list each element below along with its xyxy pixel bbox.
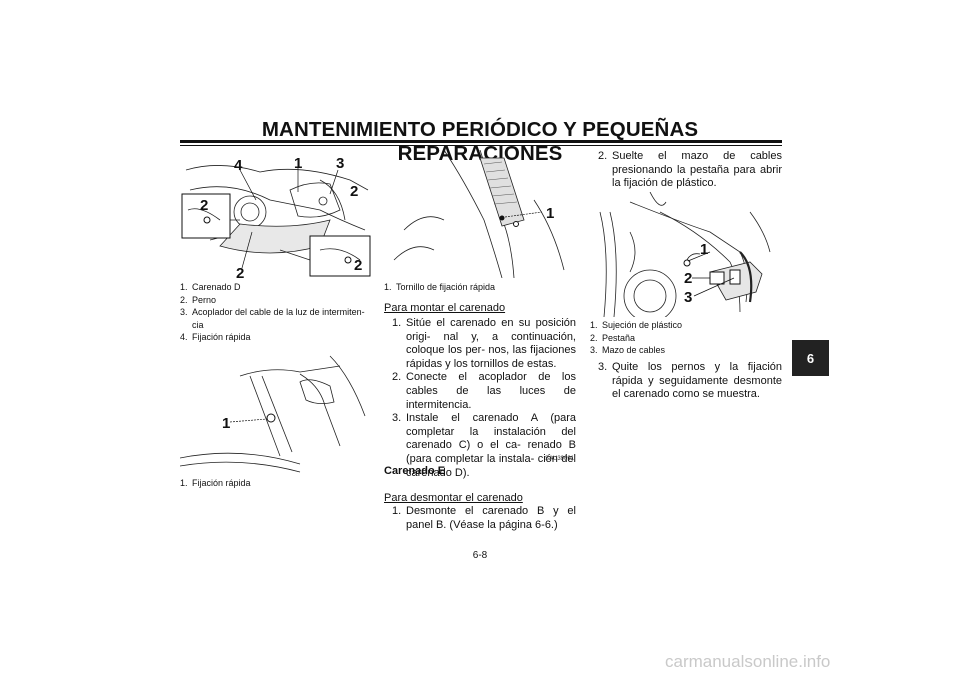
header-rule-thin (180, 145, 782, 146)
callout-2: 2 (350, 183, 358, 200)
figure-quick-fastener: 1 (180, 346, 372, 474)
caption-item: Sujeción de plástico (602, 320, 683, 330)
header-rule (180, 140, 782, 143)
caption-fig2: 1.Fijación rápida (180, 478, 251, 488)
caption-fig3: 1.Tornillo de fijación rápida (384, 282, 496, 292)
caption-item: Carenado D (192, 282, 241, 292)
figure-quick-screw: 1 (384, 150, 576, 278)
remove-fairing-steps: 3.Quite los pernos y la fijación rápida … (598, 361, 782, 402)
install-steps: 1.Sitúe el carenado en su posición origi… (392, 317, 576, 480)
caption-item: Acoplador del cable de la luz de intermi… (192, 307, 365, 330)
caption-item: Fijación rápida (192, 478, 251, 488)
callout-1: 1 (700, 241, 708, 258)
figure-fairing-d: 4 1 3 2 2 2 2 (180, 150, 372, 278)
list-item: 2.Conecte el acoplador de los cables de … (392, 371, 576, 411)
caption-item: Pestaña (602, 332, 636, 343)
list-item: 3.Instale el carenado A (para completar … (392, 412, 576, 479)
list-item: 2.Suelte el mazo de cables presionando l… (598, 150, 782, 190)
release-steps: 2.Suelte el mazo de cables presionando l… (598, 150, 782, 191)
callout-1: 1 (546, 205, 554, 222)
list-item: 1.Sitúe el carenado en su posición origi… (392, 317, 576, 370)
install-heading: Para montar el carenado (384, 302, 506, 314)
callout-3: 3 (336, 155, 344, 172)
caption-item: Tornillo de fijación rápida (396, 282, 496, 292)
caption-item: Fijación rápida (192, 332, 251, 343)
remove-steps: 1.Desmonte el carenado B y el panel B. (… (392, 505, 576, 532)
watermark: carmanualsonline.info (665, 652, 831, 671)
list-item: 1.Desmonte el carenado B y el panel B. (… (392, 505, 576, 531)
caption-fig4: 1.Sujeción de plástico 2.Pestaña 3.Mazo … (590, 320, 683, 356)
list-item: 3.Quite los pernos y la fijación rápida … (598, 361, 782, 401)
section-code: SAU39091 (545, 456, 575, 462)
callout-1: 1 (294, 155, 302, 172)
callout-2: 2 (684, 270, 692, 287)
callout-4: 4 (234, 157, 243, 174)
callout-3: 3 (684, 289, 692, 306)
callout-1: 1 (222, 415, 230, 432)
figure-wire-harness: 1 2 3 (590, 192, 782, 317)
caption-item: Mazo de cables (602, 345, 666, 356)
caption-item: Perno (192, 294, 217, 305)
callout-2: 2 (354, 257, 362, 274)
callout-2: 2 (200, 197, 208, 214)
page-number: 6-8 (472, 550, 488, 561)
chapter-tab: 6 (792, 340, 829, 376)
remove-heading: Para desmontar el carenado (384, 492, 523, 504)
section-title: Carenado E (384, 465, 446, 477)
page-title: MANTENIMIENTO PERIÓDICO Y PEQUEÑAS REPAR… (261, 118, 699, 165)
callout-2: 2 (236, 265, 244, 278)
caption-fig1: 1.Carenado D 2.Perno 3.Acoplador del cab… (180, 281, 372, 344)
